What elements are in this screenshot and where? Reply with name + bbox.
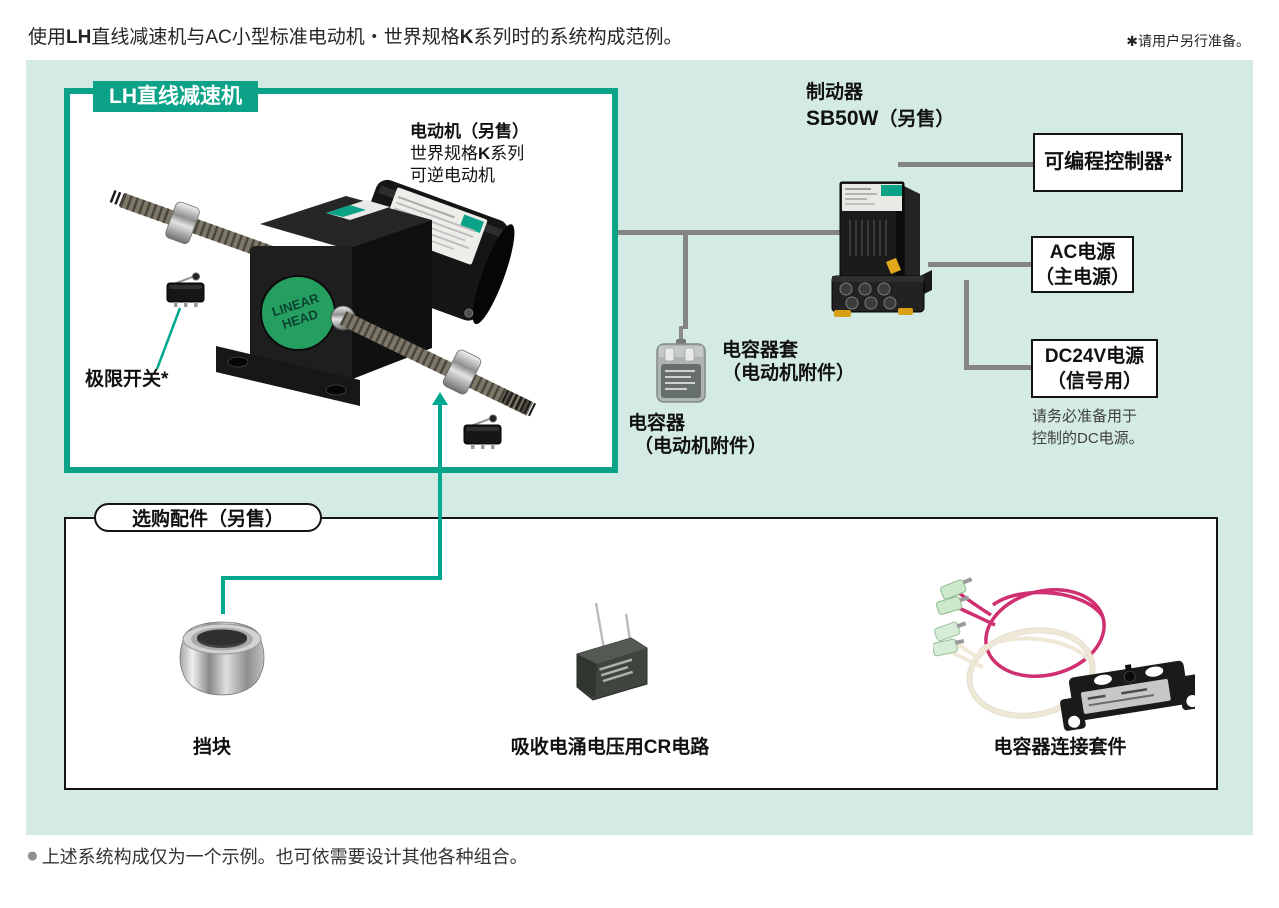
note-bullet-icon: ● <box>26 844 39 867</box>
brake-label-line2: SB50W（另售） <box>806 104 954 131</box>
ac-power-line2: （主电源） <box>1034 266 1130 288</box>
capacitor-sleeve-label: 电容器套 （电动机附件） <box>722 339 855 385</box>
motor-label: 电动机（另售） 世界规格K系列 可逆电动机 <box>410 121 529 187</box>
plc-box: 可编程控制器* <box>1033 133 1183 192</box>
limit-switch-label: 极限开关* <box>85 369 169 390</box>
title-part-bold: LH <box>66 27 92 48</box>
dc-power-note: 请务必准备用于 控制的DC电源。 <box>1032 406 1144 450</box>
wire-motor-to-brake <box>460 230 850 235</box>
ac-power-line1: AC电源 <box>1049 241 1116 263</box>
capacitor-connection-kit-image <box>933 577 1195 731</box>
brake-unit-image <box>831 181 932 317</box>
capacitor-image <box>656 326 706 403</box>
wire-brake-to-ac <box>928 262 1033 267</box>
capacitor-line2: （电动机附件） <box>634 436 768 457</box>
title-part-bold: K <box>459 27 474 48</box>
limit-switch-image-2 <box>463 414 502 450</box>
title-part: 使用 <box>28 27 67 48</box>
cr-circuit-label: 吸收电涌电压用CR电路 <box>510 737 710 758</box>
wire-brake-to-dc-horizontal <box>964 365 1034 370</box>
linear-head-motor-image: LINEAR HEAD <box>109 179 537 450</box>
dc-power-note-line2: 控制的DC电源。 <box>1032 430 1144 447</box>
dc-power-box: DC24V电源 （信号用） <box>1031 339 1158 398</box>
footer-note-text: 上述系统构成仅为一个示例。也可依需要设计其他各种组合。 <box>41 847 528 867</box>
motor-label-line2c: 系列 <box>490 144 525 163</box>
stopper-image <box>179 621 265 696</box>
capacitor-line1: 电容器 <box>628 413 686 434</box>
lh-gearhead-tab: LH直线减速机 <box>93 81 258 112</box>
footer-note: ● 上述系统构成仅为一个示例。也可依需要设计其他各种组合。 <box>26 843 528 869</box>
motor-label-line3: 可逆电动机 <box>410 166 495 185</box>
pointer-line-vertical <box>438 404 442 578</box>
title-part: 系列时的系统构成范例。 <box>473 27 683 48</box>
brake-sold-separately: （另售） <box>878 109 955 130</box>
pointer-line-to-stopper <box>221 578 225 614</box>
dc-power-line1: DC24V电源 <box>1044 345 1145 367</box>
motor-label-line2a: 世界规格 <box>410 144 478 163</box>
brake-label: 制动器 SB50W（另售） <box>806 81 954 131</box>
kit-label: 电容器连接套件 <box>993 737 1127 758</box>
motor-label-line1: 电动机（另售） <box>410 122 529 141</box>
brake-label-line1: 制动器 <box>806 82 864 103</box>
wire-brake-to-dc-vertical <box>964 280 969 370</box>
pointer-line-horizontal <box>221 576 442 580</box>
pointer-arrow-icon <box>432 392 448 405</box>
brake-model: SB50W <box>806 107 879 130</box>
cr-circuit-image <box>576 602 648 701</box>
wire-drop-to-capacitor <box>683 233 688 329</box>
user-prepare-note: ✱请用户另行准备。 <box>1126 33 1250 49</box>
limit-switch-image <box>166 272 205 308</box>
optional-accessories-pill: 选购配件（另售） <box>94 503 322 532</box>
page-title: 使用LH直线减速机与AC小型标准电动机・世界规格K系列时的系统构成范例。 <box>28 22 683 49</box>
stopper-label: 挡块 <box>192 737 231 758</box>
motor-label-line2b: K <box>478 144 491 163</box>
dc-power-note-line1: 请务必准备用于 <box>1032 408 1138 425</box>
wire-brake-to-plc <box>898 162 1035 167</box>
capacitor-label: 电容器 （电动机附件） <box>628 412 767 458</box>
plc-box-label: 可编程控制器* <box>1044 151 1172 173</box>
motor-label-line2: 世界规格K系列 <box>410 143 529 165</box>
dc-power-line2: （信号用） <box>1046 370 1142 392</box>
capacitor-sleeve-line2: （电动机附件） <box>722 363 856 384</box>
title-part: 直线减速机与AC小型标准电动机・世界规格 <box>91 27 460 48</box>
ac-power-box: AC电源 （主电源） <box>1031 236 1134 293</box>
capacitor-sleeve-line1: 电容器套 <box>722 340 799 361</box>
